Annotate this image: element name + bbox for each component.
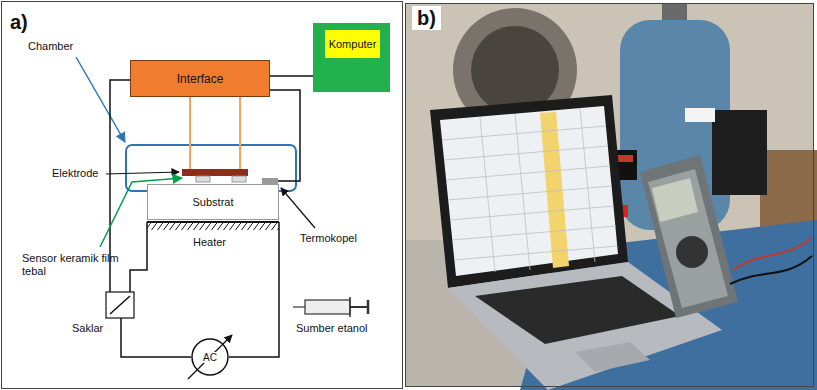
node-text: Substrat <box>193 196 234 208</box>
panel-frame <box>406 4 814 387</box>
leader-line <box>106 172 179 174</box>
thermocouple-wire <box>270 90 300 181</box>
electrode-wire <box>190 97 240 169</box>
substrate-box: Substrat <box>147 184 279 220</box>
probe-wire <box>730 256 812 284</box>
interface-box: Interface <box>130 60 270 97</box>
leader-line <box>76 57 125 142</box>
tube <box>685 108 715 122</box>
heater-wire <box>130 222 147 292</box>
syringe-body <box>305 300 350 314</box>
syringe-plunger <box>350 306 368 308</box>
spreadsheet <box>440 106 618 276</box>
node-text: Interface <box>177 72 224 86</box>
node-text: Komputer <box>325 30 380 58</box>
photo <box>405 3 817 390</box>
part-label: Termokopel <box>300 232 357 245</box>
syringe-handle <box>367 300 370 314</box>
touchpad <box>575 342 650 372</box>
ac-source-circle: AC <box>191 338 229 376</box>
electrode-bar <box>182 169 248 176</box>
part-label: Sensor keramik film tebal <box>22 252 134 278</box>
variable-arrow <box>188 335 232 379</box>
part-label: Sumber etanol <box>296 322 368 335</box>
sensor-pad <box>196 176 210 182</box>
controller-display <box>616 155 633 162</box>
switch-blade <box>110 296 130 314</box>
part-label: Heater <box>193 236 226 249</box>
spreadsheet-grid <box>442 109 617 272</box>
laptop-keyboard <box>475 276 680 344</box>
switch-symbol <box>106 292 134 318</box>
leader-line <box>281 188 315 228</box>
sensor-pad <box>232 176 246 182</box>
panel-letter: b) <box>412 6 441 30</box>
multimeter <box>640 155 738 318</box>
part-label: Chamber <box>28 40 73 53</box>
multimeter-dial <box>676 236 708 268</box>
part-label: Elektrode <box>52 167 98 180</box>
computer-box: Komputer <box>313 23 390 92</box>
panel-frame <box>2 2 403 389</box>
part-label: Saklar <box>72 322 103 335</box>
node-text: AC <box>202 352 218 363</box>
heater-hatch <box>147 223 279 230</box>
fan-box <box>712 110 767 195</box>
laptop-screen <box>430 95 628 288</box>
multimeter-face <box>648 169 728 308</box>
multimeter-display <box>652 178 698 222</box>
heater-wire <box>229 222 279 357</box>
heater-line <box>147 221 279 223</box>
connector-line <box>270 75 313 77</box>
syringe-needle <box>293 306 305 307</box>
supply-wire <box>121 318 191 357</box>
panel-letter: a) <box>10 10 28 34</box>
